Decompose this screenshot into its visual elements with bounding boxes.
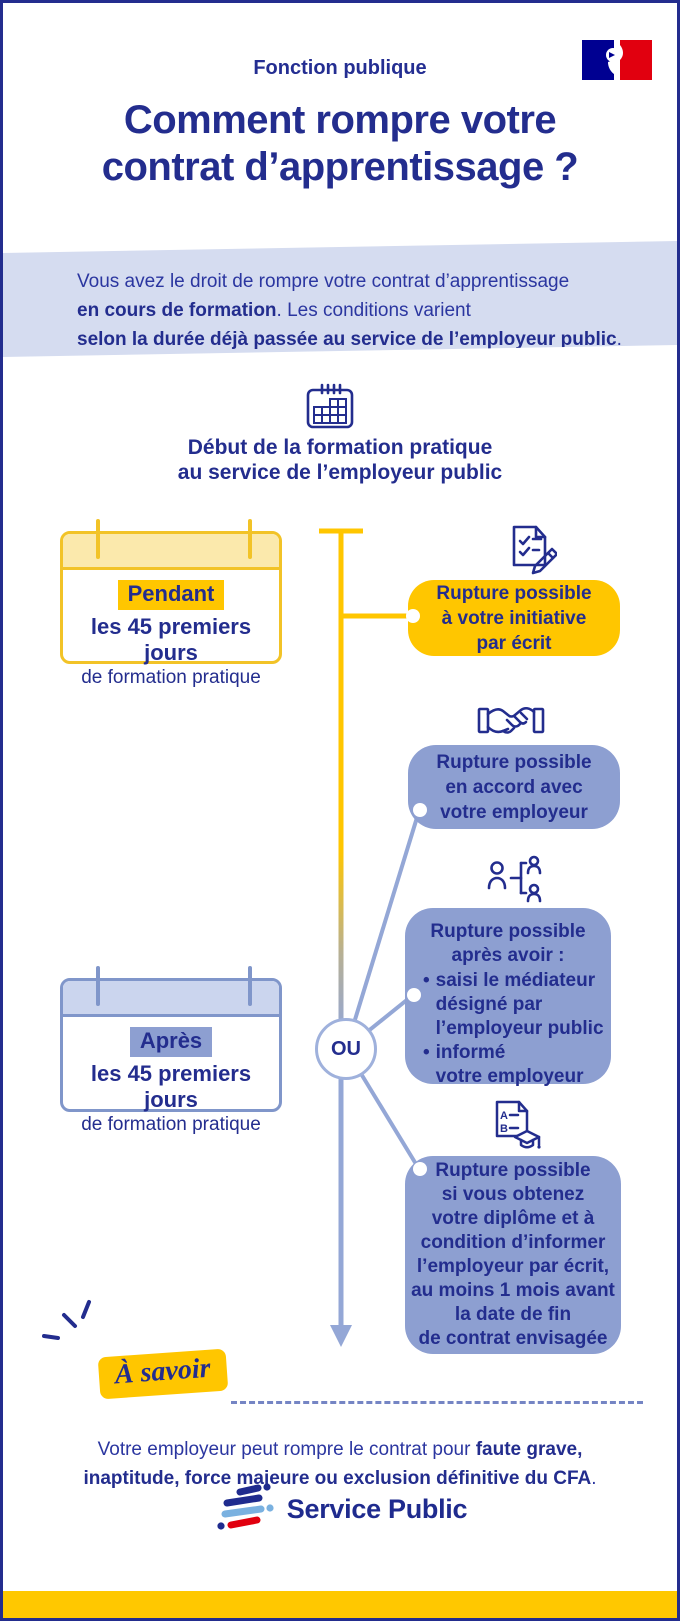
bubble-rupture-mediateur: Rupture possible après avoir : • saisi l…: [405, 908, 611, 1087]
bubble-rupture-accord: Rupture possible en accord avec votre em…: [408, 745, 620, 829]
intro-paragraph: Vous avez le droit de rompre votre contr…: [77, 271, 622, 350]
service-public-mark-icon: [217, 1483, 274, 1530]
document-check-pencil-icon: [501, 523, 559, 584]
card-pendant-45-jours: Pendant les 45 premiers jours de formati…: [60, 519, 282, 688]
footer-note: Votre employeur peut rompre le contrat p…: [83, 1439, 597, 1489]
report-card-graduation-icon: A B: [487, 1099, 543, 1158]
card-line-bold: les 45 premiers jours: [90, 1061, 252, 1112]
republique-francaise-flag-icon: [582, 40, 652, 80]
handshake-icon: [477, 700, 545, 747]
eyebrow-label: Fonction publique: [253, 57, 427, 79]
bullet-item: • saisi le médiateur désigné par l’emplo…: [423, 970, 604, 1039]
service-public-logo: Service Public: [3, 1479, 677, 1539]
or-connector: OU: [315, 1018, 377, 1080]
bullet-marker: •: [423, 1042, 430, 1063]
calendar-pin: [96, 519, 100, 559]
card-line-regular: de formation pratique: [81, 667, 261, 688]
calendar-pin: [248, 519, 252, 559]
intro-band: Vous avez le droit de rompre votre contr…: [3, 241, 677, 357]
calendar-pin: [248, 966, 252, 1006]
a-savoir-badge: À savoir: [97, 1348, 228, 1400]
timeline-start-label: Début de la formation pratique au servic…: [177, 436, 503, 484]
highlight-pendant: Pendant: [117, 580, 225, 610]
card-line-regular: de formation pratique: [81, 1114, 261, 1135]
bullet-item: • informé votre employeur: [423, 1042, 584, 1087]
sparkle-dashes-icon: [37, 1296, 109, 1363]
calendar-icon: [305, 383, 355, 436]
bullet-marker: •: [423, 970, 430, 991]
mediator-people-icon: [487, 853, 543, 908]
bubble-rupture-diplome: Rupture possible si vous obtenez votre d…: [405, 1156, 621, 1354]
card-line-bold: les 45 premiers jours: [90, 614, 252, 665]
page-title: Comment rompre votre contrat d’apprentis…: [101, 98, 579, 189]
card-apres-45-jours: Après les 45 premiers jours de formation…: [60, 966, 282, 1135]
bubble-rupture-initiative: Rupture possible à votre initiative par …: [408, 580, 620, 656]
grade-b-glyph: B: [500, 1123, 508, 1135]
dashed-divider: [231, 1401, 643, 1404]
grade-a-glyph: A: [500, 1110, 508, 1122]
calendar-pin: [96, 966, 100, 1006]
brand-name: Service Public: [286, 1493, 468, 1524]
bubble-mediateur-intro: Rupture possible après avoir :: [430, 921, 586, 966]
highlight-apres: Après: [129, 1027, 213, 1057]
bottom-yellow-bar: [3, 1591, 677, 1618]
